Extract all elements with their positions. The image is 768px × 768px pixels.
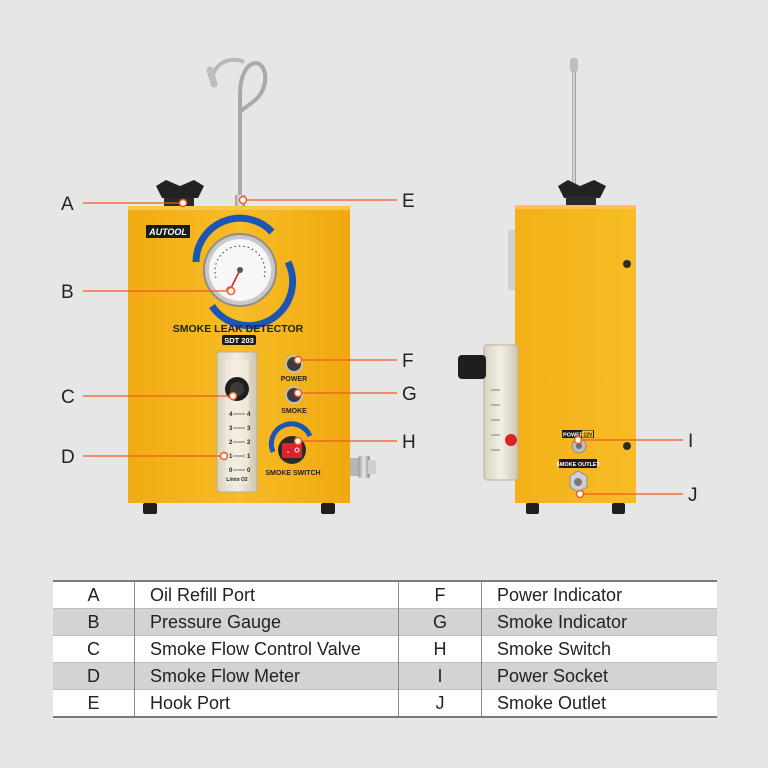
parts-legend-table: A Oil Refill Port F Power Indicator B Pr…	[53, 580, 717, 718]
table-row: D Smoke Flow Meter I Power Socket	[53, 662, 717, 690]
legend-label: Smoke Flow Meter	[134, 662, 399, 690]
svg-text:2: 2	[229, 440, 233, 446]
svg-text:AUTOOL: AUTOOL	[148, 227, 187, 237]
legend-key: C	[53, 635, 135, 663]
table-row: C Smoke Flow Control Valve H Smoke Switc…	[53, 635, 717, 663]
side-body	[515, 205, 636, 503]
svg-text:B: B	[61, 282, 74, 303]
callouts	[83, 199, 683, 495]
svg-text:SMOKE: SMOKE	[281, 408, 307, 415]
svg-text:4: 4	[229, 412, 233, 418]
callout-letters: A B C D E F G H I J	[61, 191, 698, 506]
svg-text:E: E	[402, 191, 415, 212]
svg-text:C: C	[61, 387, 75, 408]
legend-key: I	[398, 662, 482, 690]
model-badge: SDT 203	[224, 336, 254, 345]
legend-key: A	[53, 581, 135, 609]
legend-label: Smoke Outlet	[481, 689, 717, 717]
svg-text:0: 0	[229, 468, 233, 474]
legend-key: D	[53, 662, 135, 690]
svg-text:F: F	[402, 351, 414, 372]
legend-key: F	[398, 581, 482, 609]
table-row: B Pressure Gauge G Smoke Indicator	[53, 608, 717, 636]
svg-text:I: I	[688, 431, 693, 452]
svg-text:2: 2	[247, 440, 251, 446]
legend-label: Smoke Indicator	[481, 608, 717, 636]
svg-text:3: 3	[229, 426, 233, 432]
legend-label: Power Socket	[481, 662, 717, 690]
svg-text:-: -	[287, 449, 290, 456]
device-name: SMOKE LEAK DETECTOR	[173, 323, 304, 335]
side-view: POWER 12V SMOKE OUTLET	[458, 58, 636, 514]
svg-text:SMOKE OUTLET: SMOKE OUTLET	[556, 462, 600, 468]
hook	[238, 61, 268, 200]
svg-text:H: H	[402, 432, 416, 453]
smoke-outlet-port: SMOKE OUTLET	[556, 459, 600, 493]
svg-text:0: 0	[247, 468, 251, 474]
legend-key: E	[53, 689, 135, 717]
svg-text:D: D	[61, 447, 75, 468]
svg-text:J: J	[688, 485, 698, 506]
svg-text:POWER: POWER	[281, 376, 307, 383]
svg-text:G: G	[402, 384, 417, 405]
svg-text:SMOKE SWITCH: SMOKE SWITCH	[265, 470, 320, 477]
callout-dots	[178, 195, 585, 499]
svg-text:A: A	[61, 194, 74, 215]
legend-key: H	[398, 635, 482, 663]
smoke-flow-meter: 4 4 3 3 2 2 1 1 0 0 L/min O2	[216, 351, 258, 493]
legend-label: Smoke Flow Control Valve	[134, 635, 399, 663]
svg-text:3: 3	[247, 426, 251, 432]
svg-text:1: 1	[247, 454, 251, 460]
front-view: AUTOOL SMOKE LEAK DETECTOR SDT 203	[128, 57, 376, 514]
legend-label: Oil Refill Port	[134, 581, 399, 609]
legend-label: Smoke Switch	[481, 635, 717, 663]
legend-key: B	[53, 608, 135, 636]
svg-text:12V: 12V	[584, 433, 594, 439]
legend-label: Pressure Gauge	[134, 608, 399, 636]
svg-text:4: 4	[247, 412, 251, 418]
legend-key: J	[398, 689, 482, 717]
table-row: E Hook Port J Smoke Outlet	[53, 689, 717, 717]
brand-logo: AUTOOL	[146, 225, 190, 238]
svg-text:L/min O2: L/min O2	[226, 477, 248, 483]
legend-label: Power Indicator	[481, 581, 717, 609]
legend-key: G	[398, 608, 482, 636]
legend-label: Hook Port	[134, 689, 399, 717]
svg-text:1: 1	[229, 454, 233, 460]
table-row: A Oil Refill Port F Power Indicator	[53, 581, 717, 609]
svg-text:POWER: POWER	[563, 433, 584, 439]
pressure-gauge	[192, 214, 297, 330]
smoke-outlet-nozzle	[350, 456, 376, 478]
